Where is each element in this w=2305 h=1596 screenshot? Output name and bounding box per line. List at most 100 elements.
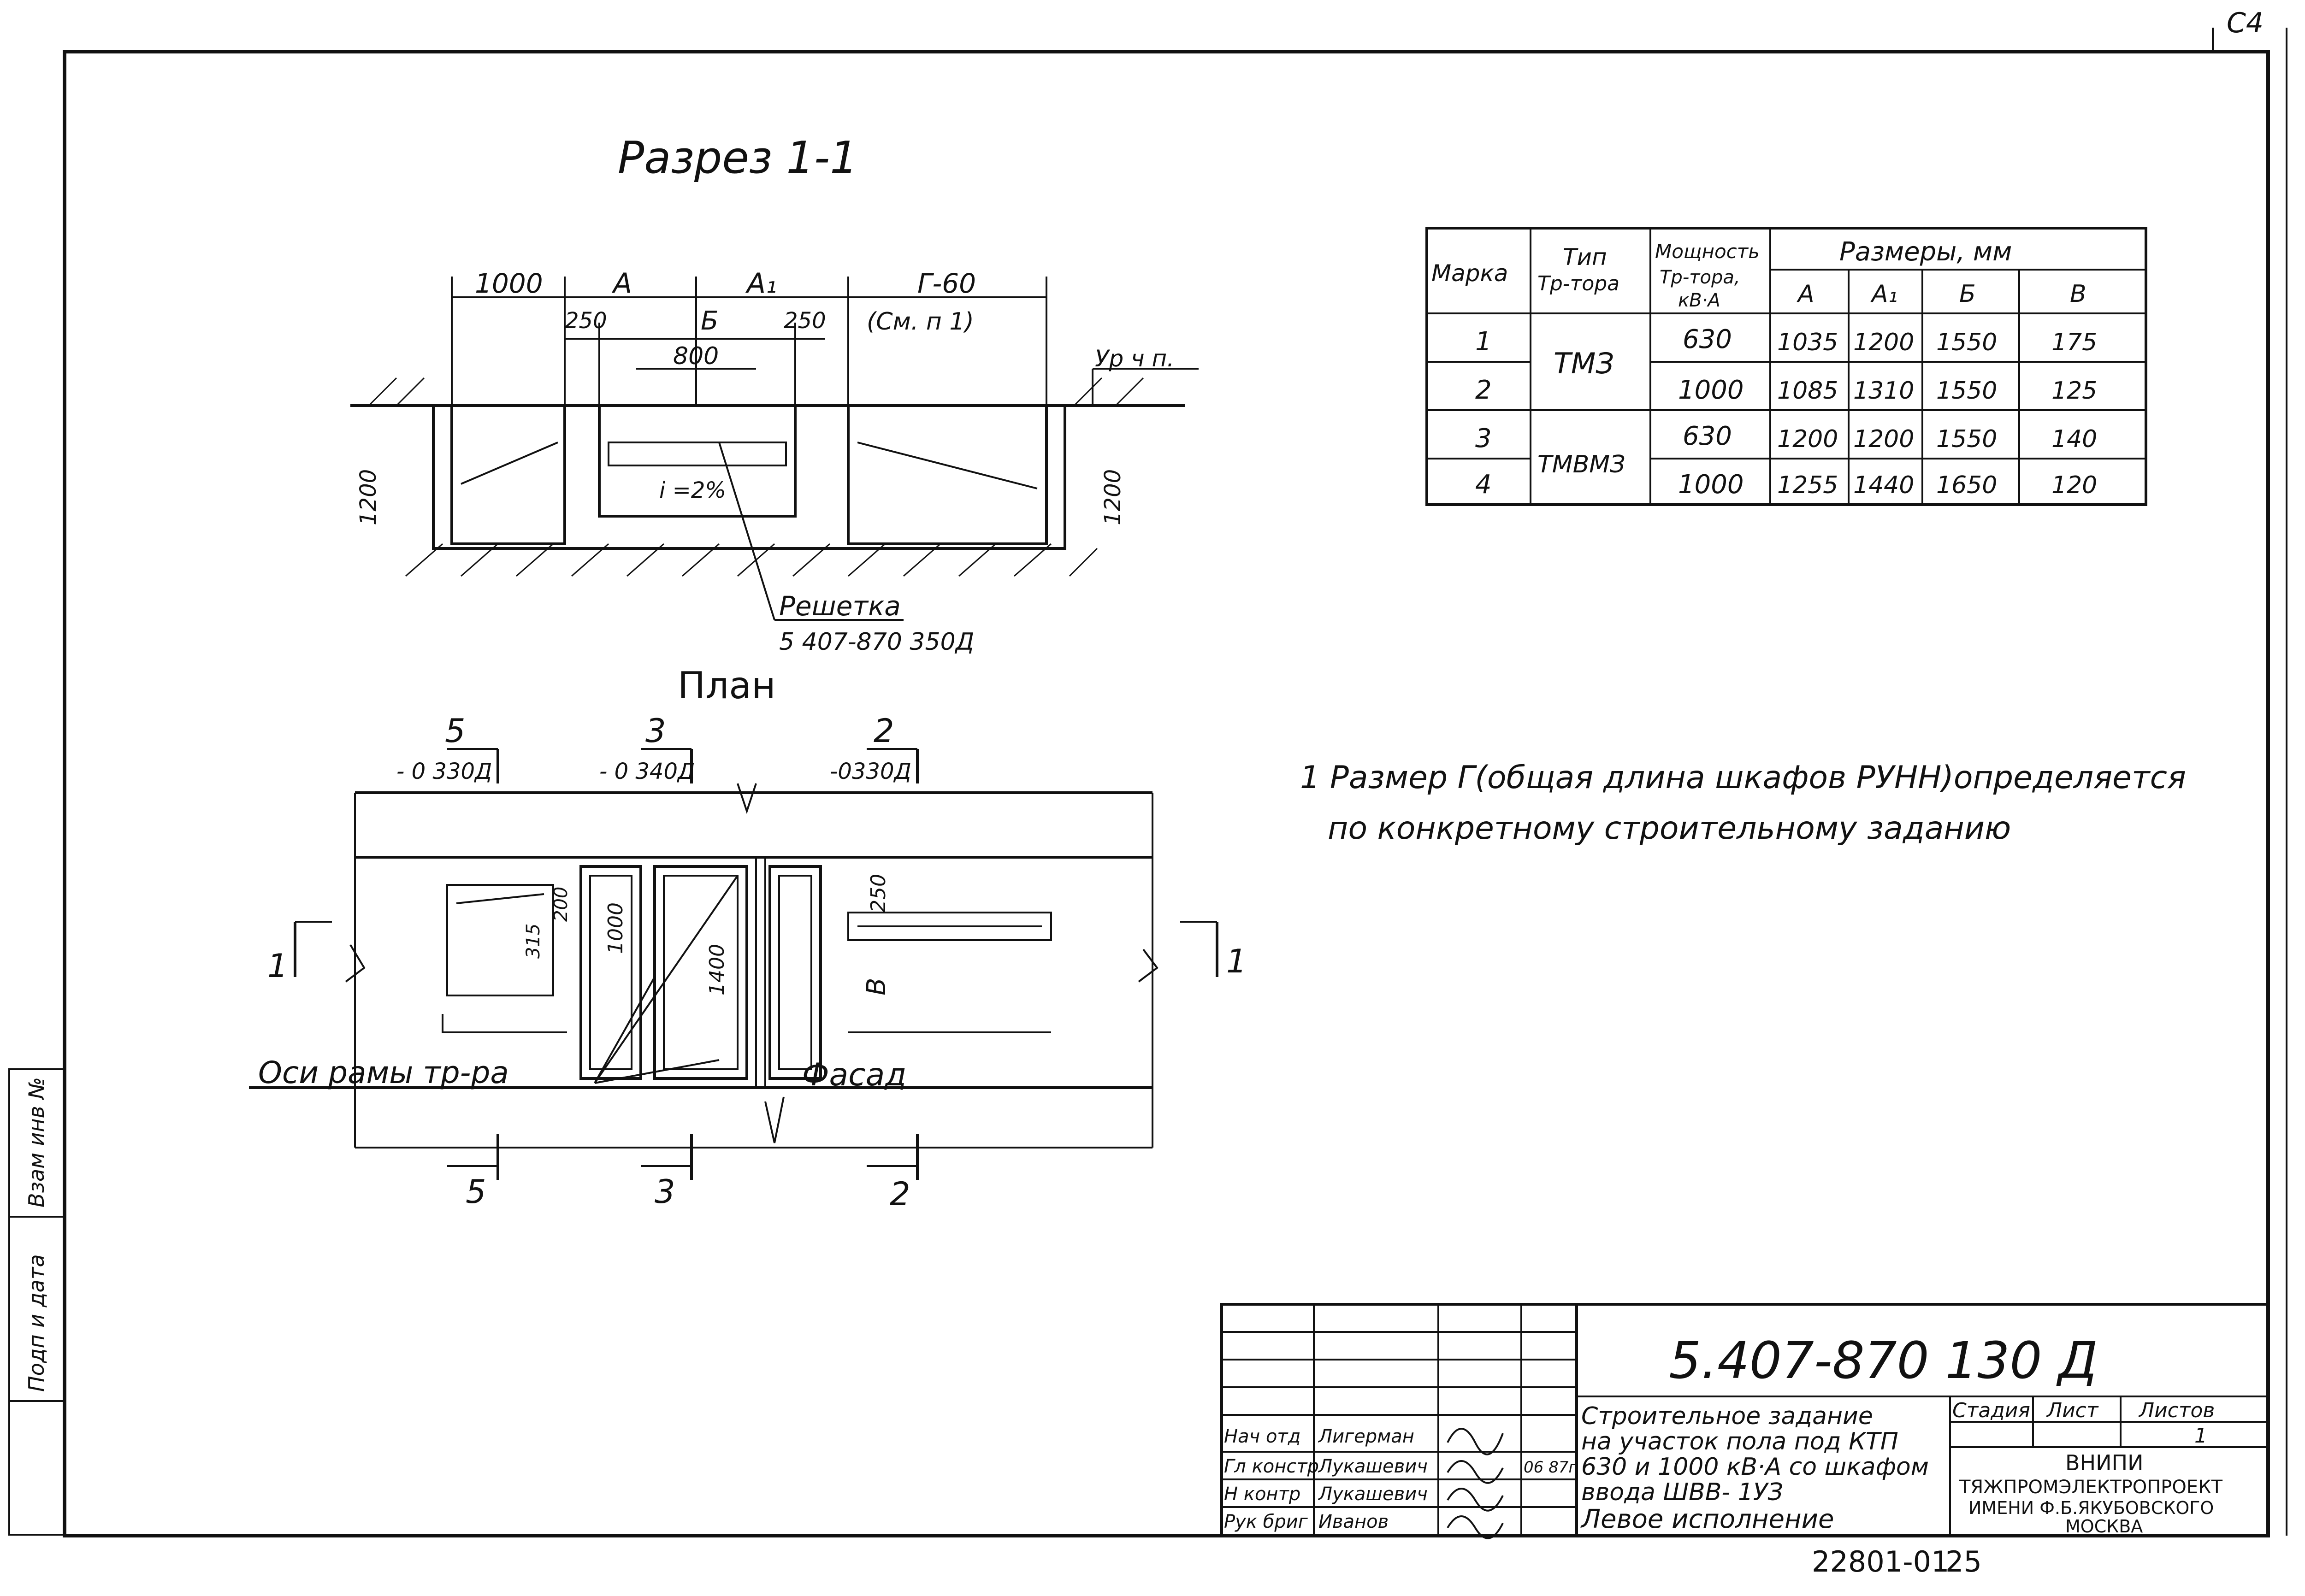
hdr-sub-v: В — [2070, 280, 2086, 308]
section-title: Разрез 1-1 — [618, 133, 858, 183]
row2-mark: 2 — [1475, 375, 1492, 405]
note-line-2: по конкретному строительному заданию — [1328, 810, 2011, 847]
stamp-title-1: Строительное задание — [1581, 1402, 1873, 1430]
row1-power: 630 — [1683, 324, 1732, 354]
dim-a: А — [611, 267, 632, 300]
table-row: 3 630 1200 1200 1550 140 — [1475, 421, 2097, 453]
table-row: 1 630 1035 1200 1550 175 — [1475, 324, 2097, 357]
dim-v-plan: В — [862, 978, 892, 995]
section-mark-right: 1 — [1226, 942, 1247, 980]
floor-level: Ур ч п. — [1095, 345, 1174, 372]
dim-1000: 1000 — [475, 268, 543, 299]
stamp-title-5: Левое исполнение — [1580, 1504, 1834, 1534]
plan-title: План — [678, 664, 776, 707]
dim-250-plan: 250 — [867, 874, 890, 913]
transformer-table: Марка Тип Тр-тора Мощность Тр-тора, кВ·А… — [1425, 227, 2147, 506]
note: 1 Размер Г(общая длина шкафов РУНН)опред… — [1300, 760, 2186, 847]
cut-top-5-num: 5 — [445, 712, 466, 750]
cut-bottom-2: 2 — [890, 1175, 910, 1213]
page-number: 25 — [1945, 1545, 1982, 1578]
row2-a: 1085 — [1777, 377, 1838, 405]
depth-right: 1200 — [1100, 469, 1126, 525]
bottom-code: 22801-01 — [1812, 1545, 1950, 1578]
hdr-type-2: Тр-тора — [1537, 272, 1619, 295]
hdr-type-1: Тип — [1563, 244, 1607, 271]
row1-a1: 1200 — [1853, 329, 1914, 356]
dim-a1: А₁ — [745, 267, 777, 300]
stamp-date: 06 87г — [1524, 1458, 1577, 1477]
table-row: 2 1000 1085 1310 1550 125 — [1475, 375, 2097, 405]
row1-mark: 1 — [1475, 327, 1492, 357]
cut-bottom-5: 5 — [466, 1173, 486, 1211]
slope-label: i =2% — [659, 477, 726, 503]
row2-power: 1000 — [1678, 375, 1744, 405]
section-1-1: 1000 А А₁ Г-60 (См. п 1) 250 Б 250 800 У… — [350, 267, 1199, 656]
dim-250-left: 250 — [565, 308, 607, 334]
row4-v: 120 — [2051, 471, 2097, 499]
hdr-power-1: Мощность — [1655, 240, 1760, 263]
dim-200: 200 — [550, 887, 572, 922]
org-line-3: ИМЕНИ Ф.Б.ЯКУБОВСКОГО — [1968, 1498, 2214, 1518]
stamp-sheets-header: Листов — [2138, 1399, 2215, 1422]
facade-label: Фасад — [802, 1057, 906, 1093]
row4-b: 1650 — [1936, 471, 1997, 499]
note-line-1: 1 Размер Г(общая длина шкафов РУНН)опред… — [1300, 760, 2186, 796]
name-4: Иванов — [1318, 1511, 1389, 1532]
dim-1400: 1400 — [705, 944, 729, 995]
role-1: Нач отд — [1224, 1426, 1300, 1447]
hdr-power-3: кВ·А — [1678, 290, 1720, 311]
sheet-corner-label: С4 — [2227, 7, 2264, 39]
row1-b: 1550 — [1936, 329, 1997, 356]
row1-v: 175 — [2051, 329, 2097, 356]
cut-top-2-num: 2 — [874, 712, 894, 750]
row2-v: 125 — [2051, 377, 2097, 405]
cut-top-3-ref: - 0 340Д — [599, 759, 695, 784]
hdr-sizes: Размеры, мм — [1839, 237, 2012, 267]
stamp-code: 5.407-870 130 Д — [1669, 1331, 2098, 1390]
row4-mark: 4 — [1475, 470, 1492, 500]
stamp-stage-header: Стадия — [1952, 1399, 2030, 1422]
dim-b: Б — [701, 306, 718, 336]
cut-top-3-num: 3 — [645, 712, 666, 750]
side-label-replacement: Взам инв № — [24, 1077, 49, 1207]
row3-power: 630 — [1683, 421, 1732, 451]
depth-left: 1200 — [355, 469, 381, 525]
row3-a: 1200 — [1777, 425, 1838, 453]
row1-a: 1035 — [1777, 329, 1838, 356]
hdr-mark: Марка — [1431, 260, 1508, 287]
signature-scribble — [1447, 1460, 1504, 1484]
title-block: 5.407-870 130 Д Строительное задание на … — [1220, 1303, 2270, 1578]
row3-b: 1550 — [1936, 425, 1997, 453]
table-row: 4 1000 1255 1440 1650 120 — [1475, 470, 2097, 500]
row3-a1: 1200 — [1853, 425, 1914, 453]
grate-label: Решетка — [779, 590, 901, 622]
org-line-2: ТЯЖПРОМЭЛЕКТРОПРОЕКТ — [1959, 1477, 2223, 1498]
signature-scribble — [1447, 1428, 1504, 1455]
axes-label: Оси рамы тр-ра — [258, 1055, 509, 1090]
dim-g60: Г-60 — [917, 268, 976, 299]
signature-scribble — [1447, 1488, 1504, 1512]
signature-scribble — [1447, 1515, 1504, 1539]
role-3: Н контр — [1224, 1484, 1300, 1505]
hdr-sub-b: Б — [1959, 280, 1976, 308]
dim-800: 800 — [673, 342, 719, 370]
see-note: (См. п 1) — [867, 308, 974, 336]
row4-power: 1000 — [1678, 470, 1744, 500]
row3-mark: 3 — [1475, 424, 1492, 453]
role-4: Рук бриг — [1224, 1511, 1308, 1532]
stamp-title-4: ввода ШВВ- 1УЗ — [1581, 1478, 1783, 1506]
row2-b: 1550 — [1936, 377, 1997, 405]
org-line-4: МОСКВА — [2065, 1516, 2143, 1537]
hdr-sub-a: А — [1797, 280, 1814, 308]
stamp-sheet-header: Лист — [2046, 1399, 2099, 1422]
side-label-signature: Подп и дата — [24, 1254, 49, 1392]
dim-1000-plan: 1000 — [604, 902, 627, 954]
sheet-frame: С4 — [63, 7, 2287, 1537]
stamp-sheets-value: 1 — [2194, 1424, 2207, 1448]
row4-a1: 1440 — [1853, 471, 1914, 499]
stamp-title-3: 630 и 1000 кВ·А со шкафом — [1581, 1453, 1929, 1481]
name-1: Лигерман — [1318, 1426, 1414, 1447]
hdr-power-2: Тр-тора, — [1660, 267, 1740, 288]
dim-250-right: 250 — [784, 308, 826, 334]
name-2: Лукашевич — [1318, 1456, 1428, 1477]
